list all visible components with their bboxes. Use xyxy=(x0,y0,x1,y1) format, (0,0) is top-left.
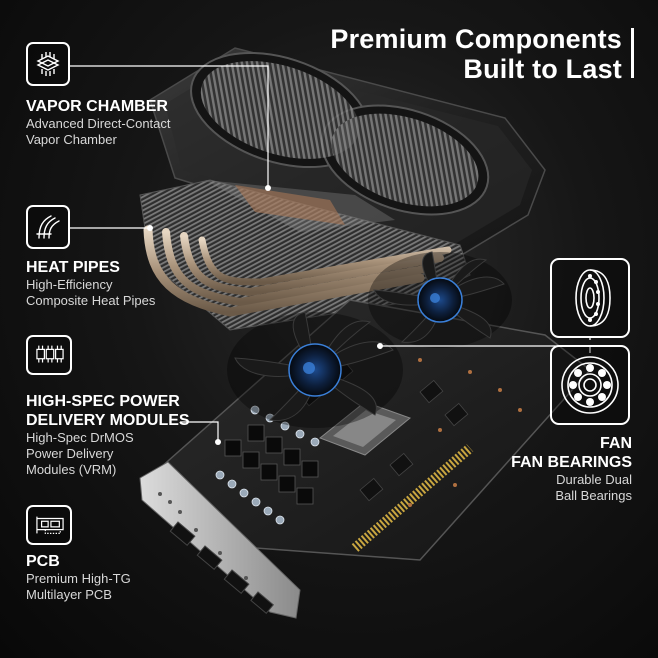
feature-desc-line: Multilayer PCB xyxy=(26,587,112,602)
feature-desc-line: Advanced Direct-Contact xyxy=(26,116,171,131)
pcb-icon xyxy=(26,505,72,545)
ball-bearing-side-icon xyxy=(550,258,630,338)
feature-desc-line: Composite Heat Pipes xyxy=(26,293,156,308)
pcie-connector xyxy=(351,444,474,552)
fan-right xyxy=(368,251,512,348)
feature-desc-line: High-Spec DrMOS xyxy=(26,430,134,445)
feature-pcb: PCB Premium High-TG Multilayer PCB xyxy=(26,552,131,603)
fan-left xyxy=(227,311,403,428)
feature-heat-pipes: HEAT PIPES High-Efficiency Composite Hea… xyxy=(26,258,155,309)
feature-desc-line: Ball Bearings xyxy=(555,488,632,503)
feature-title: VAPOR CHAMBER xyxy=(26,98,168,115)
feature-desc-line: Modules (VRM) xyxy=(26,462,117,477)
feature-fan-bearings: FAN FAN BEARINGS Durable Dual Ball Beari… xyxy=(511,434,632,504)
feature-vapor-chamber: VAPOR CHAMBER Advanced Direct-Contact Va… xyxy=(26,97,171,148)
headline-line-1: Premium Components xyxy=(330,24,622,54)
feature-power-delivery: HIGH-SPEC POWER DELIVERY MODULES High-Sp… xyxy=(26,392,190,478)
vapor-chamber-icon xyxy=(26,42,70,86)
feature-desc-line: Durable Dual xyxy=(556,472,632,487)
pcb-board xyxy=(158,299,592,561)
headline-accent-bar xyxy=(631,28,634,78)
feature-title-line: DELIVERY MODULES xyxy=(26,412,190,429)
vrm-modules xyxy=(224,424,319,505)
headline-line-2: Built to Last xyxy=(463,54,622,84)
feature-desc-line: Power Delivery xyxy=(26,446,114,461)
feature-title-line: FAN xyxy=(600,435,632,452)
feature-title: HEAT PIPES xyxy=(26,259,120,276)
feature-desc-line: Premium High-TG xyxy=(26,571,131,586)
shroud xyxy=(149,47,546,263)
power-modules-icon xyxy=(26,335,72,375)
feature-title: PCB xyxy=(26,553,60,570)
headline: Premium Components Built to Last xyxy=(330,24,622,84)
vapor-chamber-plate xyxy=(235,185,345,225)
ball-bearing-front-icon xyxy=(550,345,630,425)
feature-desc-line: High-Efficiency xyxy=(26,277,113,292)
heat-pipes-icon xyxy=(26,205,70,249)
feature-desc-line: Vapor Chamber xyxy=(26,132,117,147)
feature-title-line: FAN BEARINGS xyxy=(511,454,632,471)
io-bracket xyxy=(139,461,301,619)
heat-pipes xyxy=(143,225,452,317)
feature-title-line: HIGH-SPEC POWER xyxy=(26,393,180,410)
